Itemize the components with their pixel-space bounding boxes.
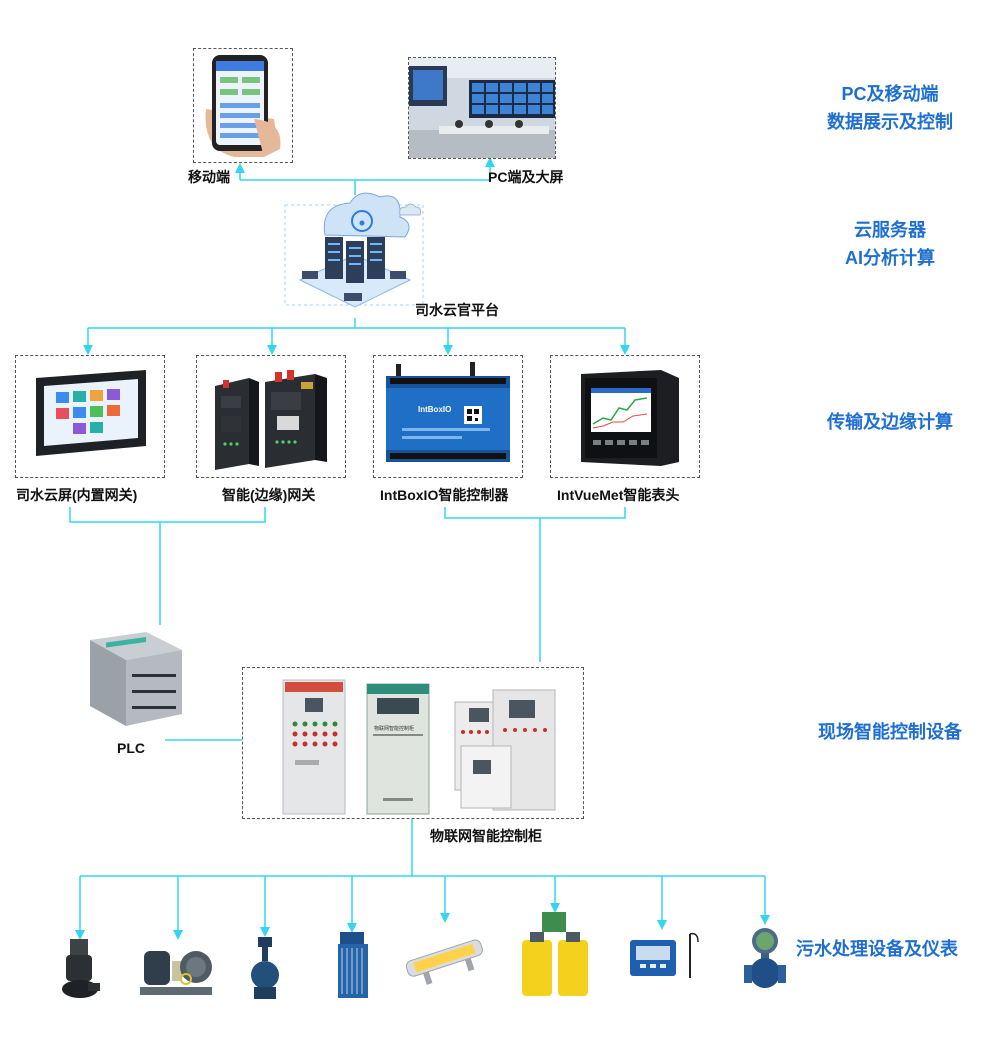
layer-label-display: PC及移动端 数据展示及控制 xyxy=(790,80,990,136)
hmi-touchscreen-illustration xyxy=(36,370,146,456)
wire-right-join xyxy=(444,507,626,519)
plc-illustration xyxy=(82,630,186,730)
cloud-screen-label: 司水云屏(内置网关) xyxy=(16,487,138,503)
edge-gateway-frame xyxy=(196,355,346,478)
intboxio-controller-illustration: IntBoxIO xyxy=(386,362,510,462)
edge-gateway-illustration xyxy=(215,370,327,470)
layer-label-cloud-line1: 云服务器 xyxy=(854,220,926,240)
cloud-platform-label: 司水云官平台 xyxy=(415,302,499,318)
intboxio-label: IntBoxIO智能控制器 xyxy=(380,487,509,503)
bar-screen-icon xyxy=(334,930,372,1002)
intvuemet-label: IntVueMet智能表头 xyxy=(557,487,680,503)
mobile-phone-illustration xyxy=(205,55,281,157)
mobile-label: 移动端 xyxy=(188,169,230,185)
dosing-system-icon xyxy=(518,910,592,1000)
intboxio-brand-text: IntBoxIO xyxy=(418,405,451,414)
wire-left-join xyxy=(69,507,266,523)
mobile-device-frame xyxy=(193,48,293,163)
control-cabinets-illustration: 物联网智能控制柜 xyxy=(282,679,556,815)
flowmeter-icon xyxy=(742,925,788,991)
intvuemet-meter-illustration xyxy=(581,370,679,466)
intvuemet-frame xyxy=(550,355,700,478)
edge-gateway-label: 智能(边缘)网关 xyxy=(222,487,316,503)
layer-label-edge: 传输及边缘计算 xyxy=(827,412,953,432)
pc-label: PC端及大屏 xyxy=(488,169,564,185)
plc-label: PLC xyxy=(117,740,145,756)
layer-label-sewage: 污水处理设备及仪表 xyxy=(796,939,958,959)
layer-label-display-line1: PC及移动端 xyxy=(841,84,939,104)
layer-label-cloud-line2: AI分析计算 xyxy=(845,248,935,268)
cabinet-plate-text: 物联网智能控制柜 xyxy=(374,725,414,732)
blower-icon xyxy=(138,937,214,999)
submersible-pump-icon xyxy=(58,935,102,1001)
layer-label-cloud: 云服务器 AI分析计算 xyxy=(790,216,990,272)
pc-bigscreen-frame xyxy=(408,57,556,159)
intboxio-frame: IntBoxIO xyxy=(373,355,523,478)
layer-label-field: 现场智能控制设备 xyxy=(818,722,962,742)
water-quality-analyzer-icon xyxy=(628,932,704,984)
cabinet-label: 物联网智能控制柜 xyxy=(430,828,542,844)
layer-label-display-line2: 数据展示及控制 xyxy=(827,112,953,132)
control-room-illustration xyxy=(409,58,555,158)
cabinet-frame: 物联网智能控制柜 xyxy=(242,667,584,819)
valve-icon xyxy=(248,935,282,1001)
cloud-screen-frame xyxy=(15,355,165,478)
uv-sterilizer-icon xyxy=(400,920,490,1000)
cloud-platform-illustration xyxy=(280,185,430,315)
